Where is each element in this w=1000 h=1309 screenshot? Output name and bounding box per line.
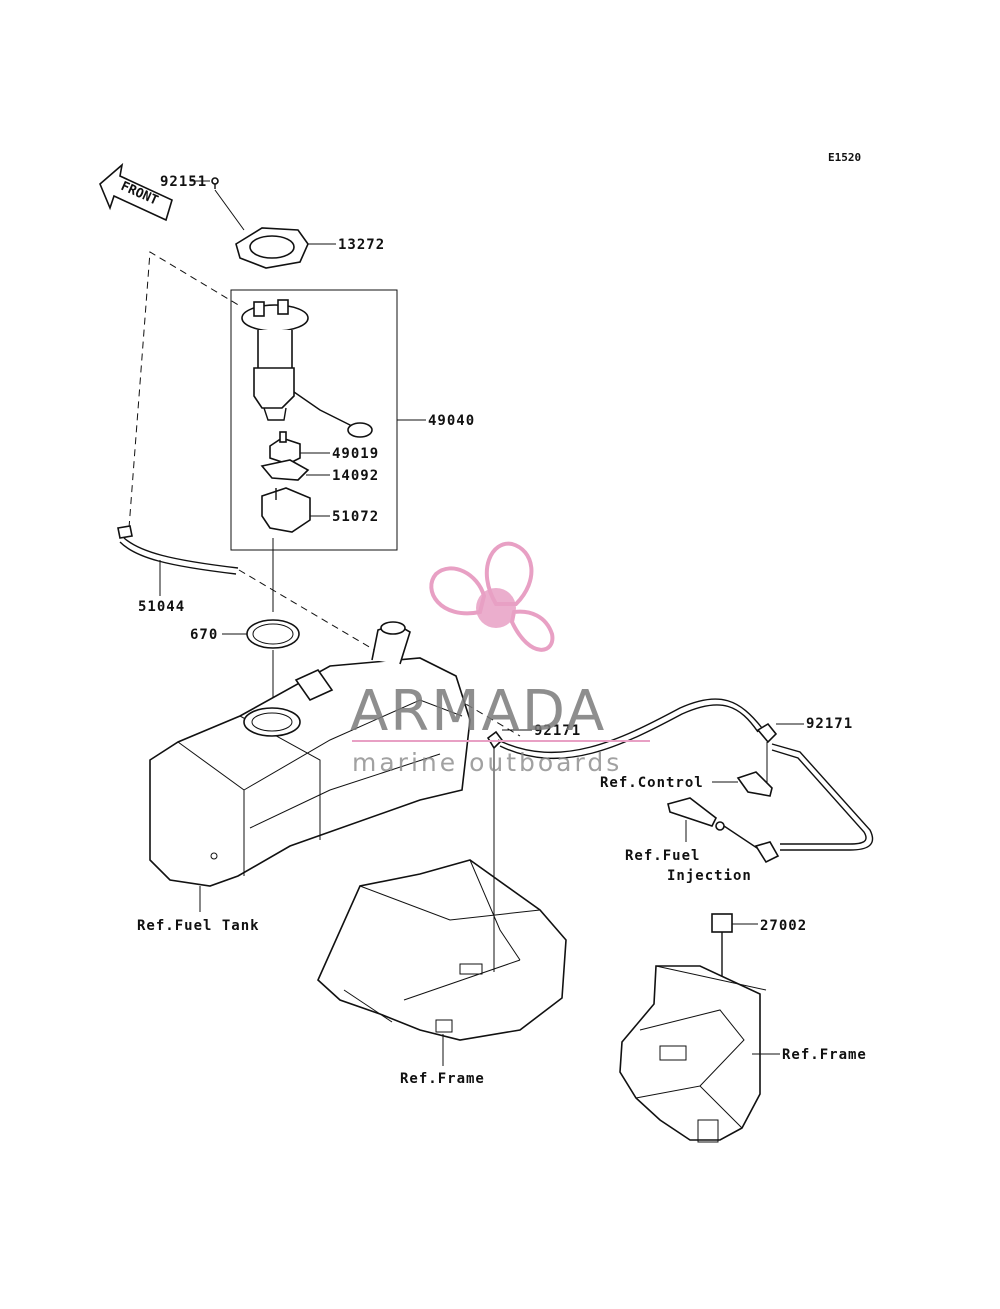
frame-center	[317, 859, 567, 1041]
part-51044-label: 51044	[138, 599, 185, 615]
part-92171-middle-label: 92171	[534, 723, 581, 739]
gasket-plate-13272	[235, 227, 309, 269]
o-ring-670	[246, 619, 300, 649]
part-670-label: 670	[190, 627, 218, 643]
filter-49019	[269, 431, 301, 465]
fuel-tank	[149, 621, 471, 887]
watermark-tagline: marine outboards	[352, 748, 622, 777]
throttle-cable	[497, 698, 874, 851]
assembly-bracket-49040	[230, 289, 398, 551]
watermark-brand: ARMADA	[350, 679, 606, 744]
hose-51044	[117, 525, 239, 575]
ref-fuel-tank-label: Ref.Fuel Tank	[137, 918, 260, 934]
ref-fuel-injection-label-2: Injection	[667, 868, 752, 884]
ref-control-label: Ref.Control	[600, 775, 704, 791]
part-51072-label: 51072	[332, 509, 379, 525]
diagram-code: E1520	[828, 151, 861, 164]
throttle-body	[667, 797, 780, 864]
connector-27002	[711, 913, 733, 990]
clamp-92171-right	[756, 722, 778, 744]
frame-right	[619, 965, 767, 1143]
propeller-logo-icon	[429, 541, 555, 652]
part-49040-label: 49040	[428, 413, 475, 429]
control-bracket	[736, 771, 773, 797]
ref-frame-right-label: Ref.Frame	[782, 1047, 867, 1063]
part-92171-right-label: 92171	[806, 716, 853, 732]
assembly-guide-line-1	[128, 251, 241, 529]
leader-screw-to-plate	[214, 189, 245, 231]
ref-frame-center-label: Ref.Frame	[400, 1071, 485, 1087]
assembly-guide-line-2	[238, 569, 521, 737]
screw-92151	[211, 177, 219, 189]
fuel-pump-assembly	[241, 299, 373, 438]
part-92151-label: 92151	[160, 174, 207, 190]
part-49019-label: 49019	[332, 446, 379, 462]
part-27002-label: 27002	[760, 918, 807, 934]
part-13272-label: 13272	[338, 237, 385, 253]
part-14092-label: 14092	[332, 468, 379, 484]
cover-14092	[260, 459, 310, 481]
armada-watermark: ARMADA marine outboards	[350, 541, 650, 777]
case-51072	[261, 487, 311, 533]
ref-fuel-injection-label-1: Ref.Fuel	[625, 848, 700, 864]
